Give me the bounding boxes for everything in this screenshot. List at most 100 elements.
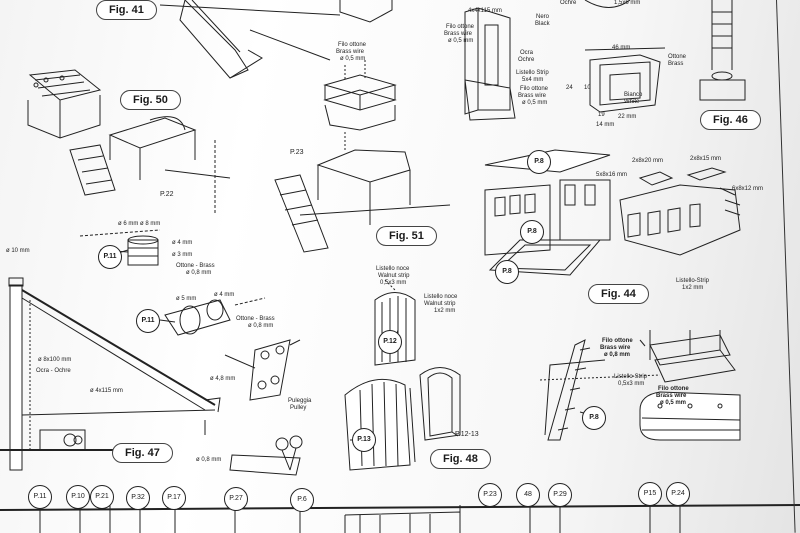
- note-diam-1: ø 0,5 mm: [340, 56, 366, 62]
- note-ocra-ochre: Ocra - Ochre: [36, 368, 71, 374]
- note-ottone-brass-a: Ottone - Brass: [176, 263, 215, 269]
- note-dim-10: 10: [584, 85, 591, 91]
- note-filo-ottone-5: Filo ottone: [658, 386, 689, 392]
- note-filo-ottone-4: Filo ottone: [602, 338, 633, 344]
- note-diam-5: ø 0,5 mm: [660, 400, 687, 406]
- note-size-4x115: 4x4x115 mm: [468, 8, 502, 14]
- note-diam-3: ø 0,5 mm: [522, 100, 548, 106]
- bottom-part-12: P.24: [666, 482, 690, 506]
- note-size-5x4: 5x4 mm: [522, 77, 544, 83]
- note-listello-strip-44: Listello-Strip: [676, 278, 710, 284]
- part-p12-13: P.12-13: [455, 431, 479, 438]
- note-brass-wire-1: Brass wire: [336, 49, 365, 55]
- fig44-label: Fig. 44: [588, 284, 649, 304]
- fig41-structure: [159, 0, 393, 79]
- note-diam-2: ø 0,5 mm: [448, 38, 474, 44]
- note-dim-24: 24: [566, 85, 573, 91]
- note-white: White: [624, 99, 640, 105]
- note-ochre-top: Ochre: [560, 0, 577, 6]
- bottom-part-10: P.29: [548, 483, 572, 507]
- part-p12: P.12: [378, 330, 402, 354]
- fig46-label: Fig. 46: [700, 110, 761, 130]
- part-p8-d: P.8: [582, 406, 606, 430]
- note-dim-6x8x12: 6x8x12 mm: [732, 186, 764, 192]
- bottom-part-8: P.23: [478, 483, 502, 507]
- bottom-part-2: P.10: [66, 485, 90, 509]
- bottom-part-9: 48: [516, 483, 540, 507]
- fig41-label: Fig. 41: [96, 0, 157, 20]
- part-p22: P.22: [160, 191, 174, 198]
- bottom-part-5: P.17: [162, 486, 186, 510]
- part-p8-c: P.8: [495, 260, 519, 284]
- note-filo-ottone-1: Filo ottone: [338, 42, 367, 48]
- fig50-label: Fig. 50: [120, 90, 181, 110]
- fig47-crane: [0, 277, 221, 471]
- note-walnut-1: Walnut strip: [378, 273, 410, 279]
- note-ottone-brass-b: Ottone - Brass: [236, 316, 275, 322]
- pulley-parts: [164, 297, 303, 476]
- note-filo-ottone-2: Filo ottone: [446, 24, 475, 30]
- note-brass-wire-4: Brass wire: [600, 345, 631, 351]
- note-d8: ø 8 mm: [140, 221, 161, 227]
- bottom-part-3: P.21: [90, 485, 114, 509]
- note-brass: Brass: [668, 61, 684, 67]
- note-bianco: Bianco: [624, 92, 643, 98]
- note-dim-46: 46 mm: [612, 45, 631, 51]
- part-p11-a: P.11: [98, 245, 122, 269]
- bottom-strip: [0, 504, 800, 533]
- fig46-parts: [464, 0, 746, 121]
- note-listello-noce-2: Listello noce: [424, 294, 458, 300]
- fig47-label: Fig. 47: [112, 443, 173, 463]
- note-dim-15: 1,5x6 mm: [614, 0, 641, 6]
- part-p8-a: P.8: [527, 150, 551, 174]
- note-d10: ø 10 mm: [6, 248, 30, 254]
- note-d8x100: ø 8x100 mm: [38, 357, 72, 363]
- note-dim-1x2-48: 1x2 mm: [434, 308, 456, 314]
- fig50-bench: [69, 116, 231, 215]
- note-dim-05x3-2: 0,5x3 mm: [618, 381, 645, 387]
- note-ochre: Ochre: [518, 57, 535, 63]
- fig50-rail: [27, 69, 102, 139]
- note-d6: ø 6 mm: [118, 221, 139, 227]
- part-p23: P.23: [290, 149, 304, 156]
- bottom-part-4: P.32: [126, 486, 150, 510]
- fig51-bench: [274, 130, 451, 253]
- note-listello-5x4: Listello Strip: [516, 70, 549, 76]
- fig44-cabin: [484, 149, 741, 276]
- note-dim-14: 14 mm: [596, 122, 615, 128]
- winch-parts: [79, 229, 161, 266]
- note-listello-strip-2: Listello-Strip: [614, 374, 648, 380]
- note-ottone: Ottone: [668, 54, 687, 60]
- part-p8-b: P.8: [520, 220, 544, 244]
- stair-and-rail: [539, 330, 741, 441]
- note-d08-c: ø 0,8 mm: [196, 457, 222, 463]
- bottom-part-7: P.6: [290, 488, 314, 512]
- note-nero: Nero: [536, 14, 550, 20]
- note-dim-2x8x15: 2x8x15 mm: [690, 156, 722, 162]
- note-dim-5x8x16: 5x8x16 mm: [596, 172, 628, 178]
- bottom-part-1: P.11: [28, 485, 52, 509]
- note-dim-1x2-44: 1x2 mm: [682, 285, 704, 291]
- bottom-part-11: P15: [638, 482, 662, 506]
- note-puleggia: Puleggia: [288, 398, 312, 404]
- bottom-part-6: P.27: [224, 487, 248, 511]
- part-p13: P.13: [352, 428, 376, 452]
- note-pulley: Pulley: [290, 405, 307, 411]
- note-d5: ø 5 mm: [176, 296, 197, 302]
- note-d08-a: ø 0,8 mm: [186, 270, 212, 276]
- note-ocra: Ocra: [520, 50, 534, 56]
- note-walnut-2: Walnut strip: [424, 301, 456, 307]
- note-black: Black: [535, 21, 550, 27]
- fig48-label: Fig. 48: [430, 449, 491, 469]
- note-dim-2x8x20: 2x8x20 mm: [632, 158, 664, 164]
- note-brass-wire-5: Brass wire: [656, 393, 687, 399]
- note-d48: ø 4,8 mm: [210, 376, 236, 382]
- note-d4-a: ø 4 mm: [172, 240, 193, 246]
- fig51-label: Fig. 51: [376, 226, 437, 246]
- note-dim-19: 19: [598, 112, 605, 118]
- note-d08-b: ø 0,8 mm: [248, 323, 274, 329]
- note-d3: ø 3 mm: [172, 252, 193, 258]
- note-filo-ottone-3: Filo ottone: [520, 86, 549, 92]
- note-d08-d: ø 0,8 mm: [604, 352, 631, 358]
